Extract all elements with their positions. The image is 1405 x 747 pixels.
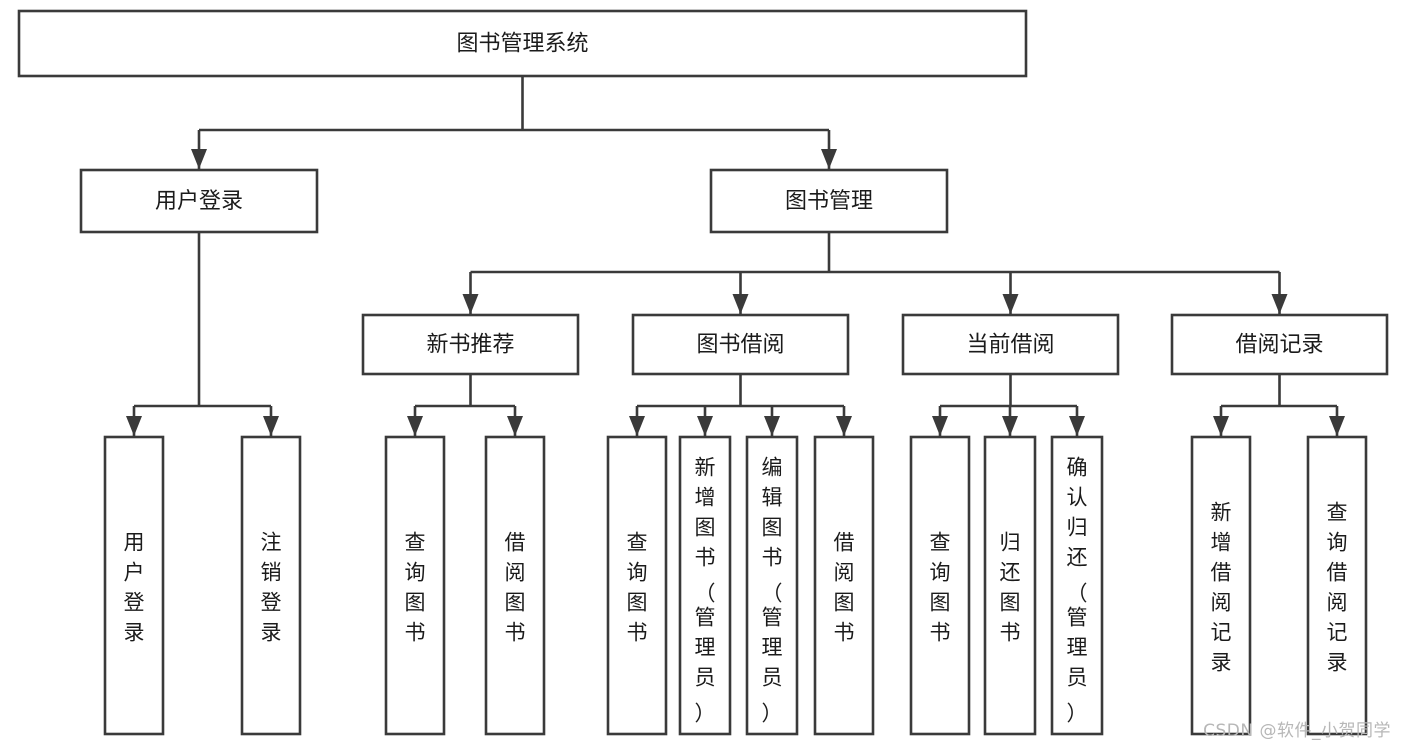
- node-leaf-查询图书-2[interactable]: 查询图书: [384, 435, 446, 736]
- node-box[interactable]: [384, 435, 446, 736]
- node-leaf-确认归还管理员-10[interactable]: 确认归还（管理员）: [1050, 435, 1104, 736]
- node-label: 图书管理: [785, 189, 873, 214]
- arrow-head-icon-l2-2-2: [1069, 416, 1085, 436]
- node-label: 当前借阅: [966, 333, 1054, 358]
- node-leaf-查询图书-8[interactable]: 查询图书: [909, 435, 971, 736]
- node-label: 新增借阅记录: [1211, 501, 1232, 675]
- node-box[interactable]: [909, 435, 971, 736]
- node-label: 查询图书: [627, 531, 648, 645]
- node-label: 借阅图书: [505, 531, 526, 645]
- node-label: 查询图书: [405, 531, 426, 645]
- node-leaf-新增图书管理员-5[interactable]: 新增图书（管理员）: [678, 435, 732, 736]
- node-label: 查询图书: [930, 531, 951, 645]
- node-box[interactable]: [240, 435, 302, 736]
- node-label: 注销登录: [261, 531, 282, 645]
- node-leaf-归还图书-9[interactable]: 归还图书: [983, 435, 1037, 736]
- arrow-head-icon-l2-3-1: [1329, 416, 1345, 436]
- arrow-head-icon-books-1: [732, 294, 749, 314]
- node-leaf-用户登录-0[interactable]: 用户登录: [103, 435, 165, 736]
- arrow-head-icon-root-1: [821, 149, 837, 169]
- node-leaf-查询借阅记录-12[interactable]: 查询借阅记录: [1306, 435, 1368, 736]
- node-leaf-编辑图书管理员-6[interactable]: 编辑图书（管理员）: [745, 435, 799, 736]
- node-root[interactable]: 图书管理系统: [17, 9, 1028, 78]
- arrow-head-icon-books-0: [462, 294, 479, 314]
- arrow-head-icon-l2-2-1: [1002, 416, 1018, 436]
- node-label: 新书推荐: [426, 333, 514, 358]
- node-level2-图书借阅-1[interactable]: 图书借阅: [631, 313, 850, 376]
- arrow-head-icon-root-0: [191, 149, 207, 169]
- node-box[interactable]: [678, 435, 732, 736]
- arrow-head-icon-l2-0-1: [507, 416, 523, 436]
- node-box[interactable]: [631, 313, 850, 376]
- node-leaf-新增借阅记录-11[interactable]: 新增借阅记录: [1190, 435, 1252, 736]
- node-box[interactable]: [1190, 435, 1252, 736]
- node-label: 确认归还（管理员）: [1067, 456, 1088, 726]
- node-box[interactable]: [1050, 435, 1104, 736]
- node-box[interactable]: [484, 435, 546, 736]
- node-label: 编辑图书（管理员）: [762, 456, 783, 726]
- arrow-head-icon-l2-1-0: [629, 416, 645, 436]
- arrow-head-icon-l2-1-1: [697, 416, 713, 436]
- node-label: 用户登录: [155, 189, 243, 214]
- node-label: 新增图书（管理员）: [695, 456, 716, 726]
- node-box[interactable]: [1170, 313, 1389, 376]
- node-box[interactable]: [901, 313, 1120, 376]
- node-layer: 图书管理系统用户登录图书管理新书推荐图书借阅当前借阅借阅记录用户登录注销登录查询…: [17, 9, 1389, 736]
- node-level2-新书推荐-0[interactable]: 新书推荐: [361, 313, 580, 376]
- node-box[interactable]: [79, 168, 319, 234]
- node-level2-当前借阅-2[interactable]: 当前借阅: [901, 313, 1120, 376]
- node-level2-借阅记录-3[interactable]: 借阅记录: [1170, 313, 1389, 376]
- node-label: 图书借阅: [696, 333, 784, 358]
- arrow-head-icon-books-2: [1002, 294, 1019, 314]
- node-label: 图书管理系统: [456, 32, 588, 57]
- arrow-head-icon-user-0: [126, 416, 142, 436]
- node-label: 查询借阅记录: [1327, 501, 1348, 675]
- arrow-head-icon-user-1: [263, 416, 279, 436]
- node-box[interactable]: [103, 435, 165, 736]
- arrow-head-icon-l2-1-2: [764, 416, 780, 436]
- arrow-head-icon-l2-3-0: [1213, 416, 1229, 436]
- node-box[interactable]: [1306, 435, 1368, 736]
- node-label: 借阅图书: [834, 531, 855, 645]
- node-label: 借阅记录: [1235, 333, 1323, 358]
- arrow-head-icon-l2-0-0: [407, 416, 423, 436]
- node-label: 用户登录: [124, 531, 145, 645]
- node-box[interactable]: [606, 435, 668, 736]
- csdn-watermark: CSDN @软件_小贺同学: [1203, 721, 1391, 741]
- node-leaf-借阅图书-3[interactable]: 借阅图书: [484, 435, 546, 736]
- arrow-head-icon-l2-1-3: [836, 416, 852, 436]
- node-box[interactable]: [813, 435, 875, 736]
- node-box[interactable]: [709, 168, 949, 234]
- node-leaf-注销登录-1[interactable]: 注销登录: [240, 435, 302, 736]
- arrow-head-icon-books-3: [1271, 294, 1288, 314]
- node-level1-用户登录-0[interactable]: 用户登录: [79, 168, 319, 234]
- node-box[interactable]: [361, 313, 580, 376]
- node-leaf-借阅图书-7[interactable]: 借阅图书: [813, 435, 875, 736]
- node-box[interactable]: [17, 9, 1028, 78]
- arrow-head-icon-l2-2-0: [932, 416, 948, 436]
- node-box[interactable]: [745, 435, 799, 736]
- node-level1-图书管理-1[interactable]: 图书管理: [709, 168, 949, 234]
- connector-layer: [126, 76, 1345, 436]
- node-label: 归还图书: [1000, 531, 1021, 645]
- node-leaf-查询图书-4[interactable]: 查询图书: [606, 435, 668, 736]
- node-box[interactable]: [983, 435, 1037, 736]
